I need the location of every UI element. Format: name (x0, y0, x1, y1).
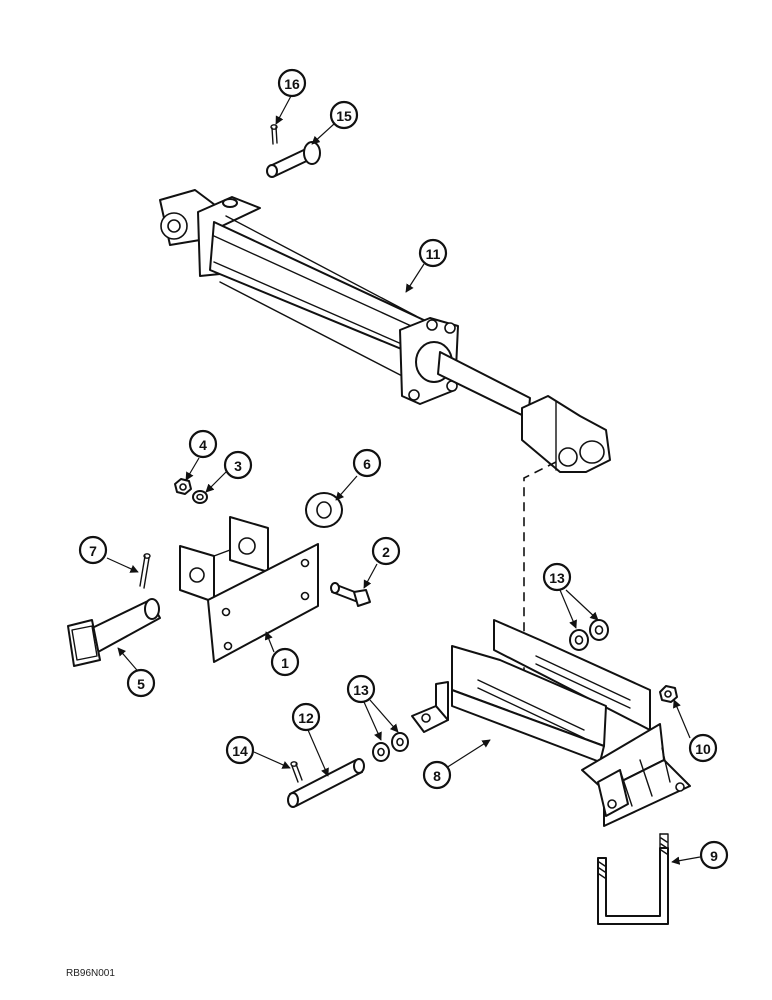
pivot-pin-5 (67, 598, 161, 667)
svg-text:11: 11 (426, 246, 441, 262)
svg-text:1: 1 (281, 655, 289, 671)
washers-13-upper (569, 619, 609, 651)
svg-text:5: 5 (137, 676, 145, 692)
callout-7: 7 (78, 535, 108, 565)
callout-5: 5 (126, 668, 156, 698)
svg-text:3: 3 (234, 458, 242, 474)
slotted-base-8 (411, 619, 691, 827)
callout-12: 12 (291, 702, 321, 732)
callout-14: 14 (225, 735, 255, 765)
svg-text:8: 8 (433, 768, 441, 784)
hydraulic-cylinder-11 (159, 189, 611, 473)
callout-3: 3 (223, 450, 253, 480)
clevis-pin-15 (266, 141, 321, 178)
u-bolt-9 (597, 833, 669, 925)
callout-6: 6 (352, 448, 382, 478)
callout-4: 4 (188, 429, 218, 459)
callout-11: 11 (418, 238, 448, 268)
callout-2: 2 (371, 536, 401, 566)
callout-16: 16 (277, 68, 307, 98)
svg-text:12: 12 (298, 710, 314, 726)
svg-text:6: 6 (363, 456, 371, 472)
callout-1: 1 (270, 647, 300, 677)
nut-4 (174, 478, 192, 495)
mounting-bracket-1 (179, 516, 319, 663)
cotter-pin-7 (139, 553, 151, 589)
washers-13-lower (372, 732, 409, 762)
lock-washer-3 (192, 490, 208, 504)
bolt-2 (330, 582, 371, 607)
callout-9: 9 (699, 840, 729, 870)
callout-13-lower: 13 (346, 674, 376, 704)
flat-washer-6 (305, 492, 343, 528)
svg-text:15: 15 (336, 108, 352, 124)
svg-text:4: 4 (199, 437, 207, 453)
figure-code: RB96N001 (66, 968, 115, 979)
svg-text:13: 13 (353, 682, 369, 698)
cotter-pin-14 (290, 761, 303, 783)
svg-text:7: 7 (89, 543, 97, 559)
svg-text:16: 16 (284, 76, 300, 92)
nut-10 (659, 685, 678, 703)
svg-text:9: 9 (710, 848, 718, 864)
callout-10: 10 (688, 733, 718, 763)
callout-8: 8 (422, 760, 452, 790)
svg-text:2: 2 (382, 544, 390, 560)
svg-text:14: 14 (232, 743, 248, 759)
svg-text:13: 13 (549, 570, 565, 586)
svg-text:10: 10 (695, 741, 711, 757)
callout-13-upper: 13 (542, 562, 572, 592)
cotter-pin-16 (270, 124, 278, 145)
pin-12 (287, 758, 365, 808)
callout-15: 15 (329, 100, 359, 130)
